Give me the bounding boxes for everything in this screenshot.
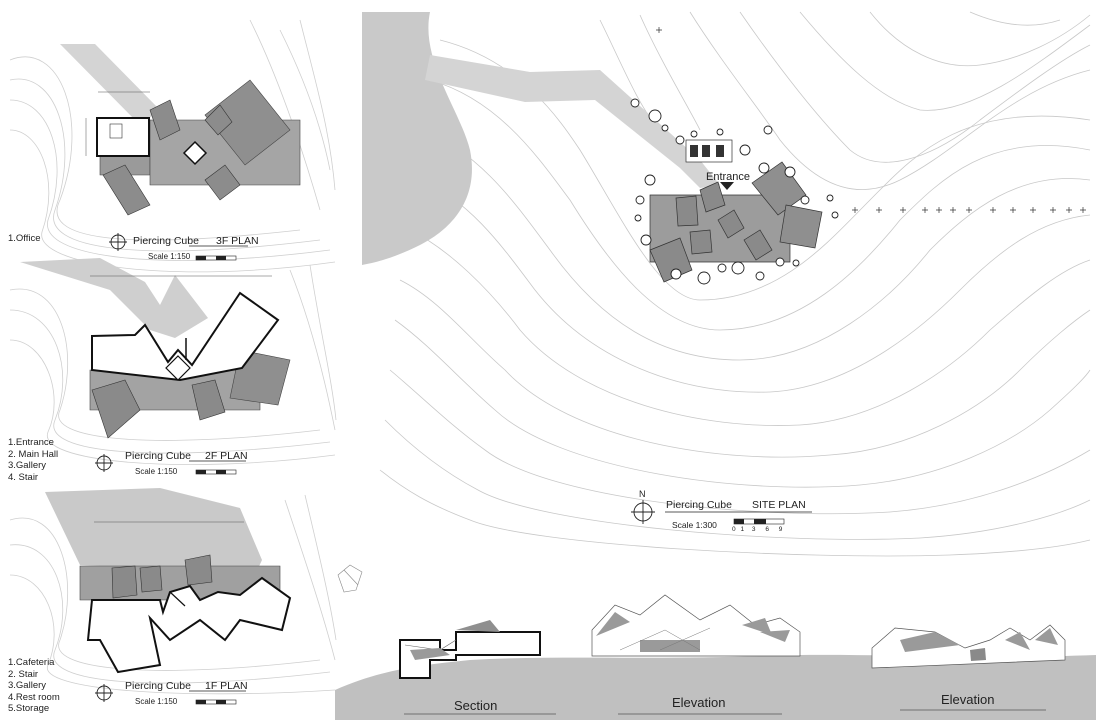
plan-2f-scale-text: Scale 1:150 [135,467,178,476]
site-scale-bar [733,518,785,525]
site-river [362,12,472,265]
plan-1f-legend-item-2: 2. Stair [8,668,39,680]
plan-1f-legend-item-4: 4.Rest room [8,691,60,703]
elevation-1-drawing [591,594,801,657]
plan-3f-legend: 1.Office [8,233,41,245]
plan-1f-legend-item-3: 3.Gallery [8,680,47,691]
site-small-trees [656,27,1086,213]
plan-2f-legend-item-3: 3.Gallery [8,460,47,471]
site-north-label: N [639,489,646,499]
site-entrance-label: Entrance [706,171,751,183]
plan-3f-scale-bar [195,255,237,261]
plan-1f-scale-text: Scale 1:150 [135,697,178,706]
plan-3f-drawing [60,44,301,216]
plan-2f-scale-bar [195,469,237,475]
plan-1f-drawing [45,488,292,674]
plan-1f-legend: 1.Cafeteria 2. Stair 3.Gallery 4.Rest ro… [8,657,60,715]
elevation-1-label: Elevation [672,695,726,710]
site-plan-label: SITE PLAN [752,499,806,511]
section-drawing [399,620,541,679]
plan-3f-title: Piercing Cube [133,235,199,247]
plan-3f-scale-text: Scale 1:150 [148,252,191,261]
plan-3f-label: 3F PLAN [216,235,259,247]
left-contour-lines [9,19,337,695]
plan-2f-legend: 1.Entrance 2. Main Hall 3.Gallery 4. Sta… [8,437,58,483]
section-label: Section [454,698,498,713]
site-trees [630,98,839,285]
ground-terrain [335,654,1096,720]
orientation-doodle [337,564,363,593]
site-scale-text: Scale 1:300 [672,520,717,530]
site-title: Piercing Cube [666,499,732,511]
plan-2f-label: 2F PLAN [205,450,248,462]
site-entrance-arrow [720,182,734,190]
plan-1f-scale-bar [195,699,237,705]
site-contour-lines [379,11,1091,557]
plan-3f-north-symbol [109,233,127,251]
plan-1f-legend-item-5: 5.Storage [8,703,50,714]
site-parking [685,139,733,163]
site-north-symbol [631,500,655,524]
plan-1f-title: Piercing Cube [125,680,191,692]
elevation-2-drawing [871,624,1066,669]
plan-1f-legend-item-1: 1.Cafeteria [8,657,55,668]
plan-2f-north-symbol [95,454,113,472]
plan-2f-legend-item-1: 1.Entrance [8,437,54,448]
site-access-path [425,55,720,188]
plan-2f-drawing [20,258,291,439]
plan-1f-north-symbol [95,684,113,702]
plan-3f-legend-item-1: 1.Office [8,233,41,244]
elevation-2-label: Elevation [941,692,995,707]
plan-2f-title: Piercing Cube [125,450,191,462]
plan-2f-legend-item-2: 2. Main Hall [8,448,59,460]
site-scale-ticks: 0 1 3 6 9 [732,526,783,533]
plan-1f-label: 1F PLAN [205,680,248,692]
plan-2f-legend-item-4: 4. Stair [8,471,39,483]
